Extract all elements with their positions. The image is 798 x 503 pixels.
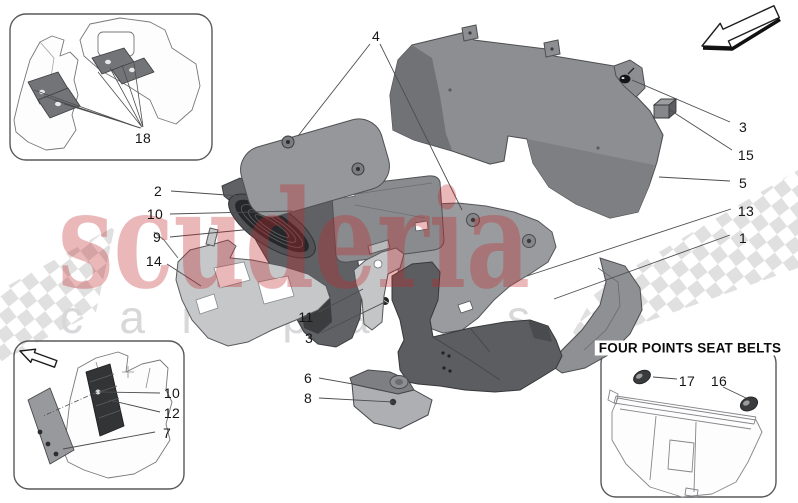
part-callout: 4	[372, 28, 380, 44]
part-callout: 16	[711, 373, 727, 389]
callout-18-leaders	[33, 62, 144, 129]
part-number: 2	[153, 183, 163, 199]
sill-trim-strip	[551, 257, 643, 374]
part-number: 18	[134, 130, 152, 146]
screw-part-3-top	[619, 67, 635, 84]
part-callout: 17	[679, 373, 695, 389]
tunnel-rear-trim	[221, 172, 363, 348]
part-callout: 12	[164, 405, 180, 421]
part-callout: 15	[738, 147, 754, 163]
part-number: 15	[737, 147, 755, 163]
seat-belts-inset-drawing	[607, 369, 763, 498]
part-callout: 14	[146, 253, 162, 269]
view-direction-arrow-icon	[19, 348, 58, 368]
part-number: 10	[163, 385, 181, 401]
pedal-area-inset-drawing	[19, 348, 173, 479]
mounting-bracket-14	[153, 227, 331, 347]
rear-bulkhead-insulation-panel	[389, 24, 664, 219]
part-callout: 7	[163, 425, 171, 441]
rounded-insulation-mat	[240, 118, 390, 218]
mat-fastener	[281, 135, 365, 176]
part-callout: 2	[154, 183, 162, 199]
part-number: 16	[710, 373, 728, 389]
seat-belt-grommet-16	[739, 396, 759, 412]
front-mats-inset-box	[9, 13, 213, 161]
part-callout: 6	[304, 370, 312, 386]
part-number: 9	[152, 229, 162, 245]
part-number: 3	[738, 119, 748, 135]
part-number: 8	[303, 390, 313, 406]
part-callout: 11	[298, 309, 313, 325]
part-number: 6	[303, 370, 313, 386]
part-number: 10	[146, 206, 164, 222]
part-callout: 3	[305, 330, 313, 346]
part-number: 11	[298, 309, 314, 325]
part-callout: 9	[153, 229, 161, 245]
carpet-fastener	[466, 213, 536, 248]
speaker-grille	[228, 193, 316, 259]
clip-part-15	[652, 98, 678, 119]
part-callout: 10	[147, 206, 163, 222]
footrest-pad	[85, 363, 125, 437]
part-number: 3	[304, 330, 314, 346]
part-callout: 10	[164, 385, 180, 401]
seat-belts-box-title: FOUR POINTS SEAT BELTS	[594, 340, 786, 356]
latch-bracket-11	[353, 239, 405, 331]
front-mats-inset-drawing	[13, 17, 201, 151]
pedal-pad	[27, 387, 75, 465]
leader-lines	[62, 43, 747, 450]
part-number: 7	[162, 425, 172, 441]
part-number: 12	[163, 405, 181, 421]
pedal-area-inset-box	[13, 340, 185, 490]
part-callout: 3	[739, 119, 747, 135]
part-callout: 18	[135, 130, 151, 146]
part-number: 5	[738, 175, 748, 191]
part-callout: 13	[738, 203, 754, 219]
seat-belt-grommet-17	[633, 369, 651, 385]
vent-duct	[349, 369, 433, 430]
part-number: 14	[145, 253, 163, 269]
front-tunnel-carpet	[381, 261, 563, 393]
part-callout: 5	[739, 175, 747, 191]
direction-arrow-icon	[701, 4, 781, 51]
part-callout: 1	[739, 230, 747, 246]
part-number: 4	[371, 28, 381, 44]
part-number: 13	[737, 203, 755, 219]
part-callout: 8	[304, 390, 312, 406]
part-number: 17	[678, 373, 696, 389]
part-number: 1	[738, 230, 748, 246]
watermark-brand: scuderia	[58, 160, 530, 319]
